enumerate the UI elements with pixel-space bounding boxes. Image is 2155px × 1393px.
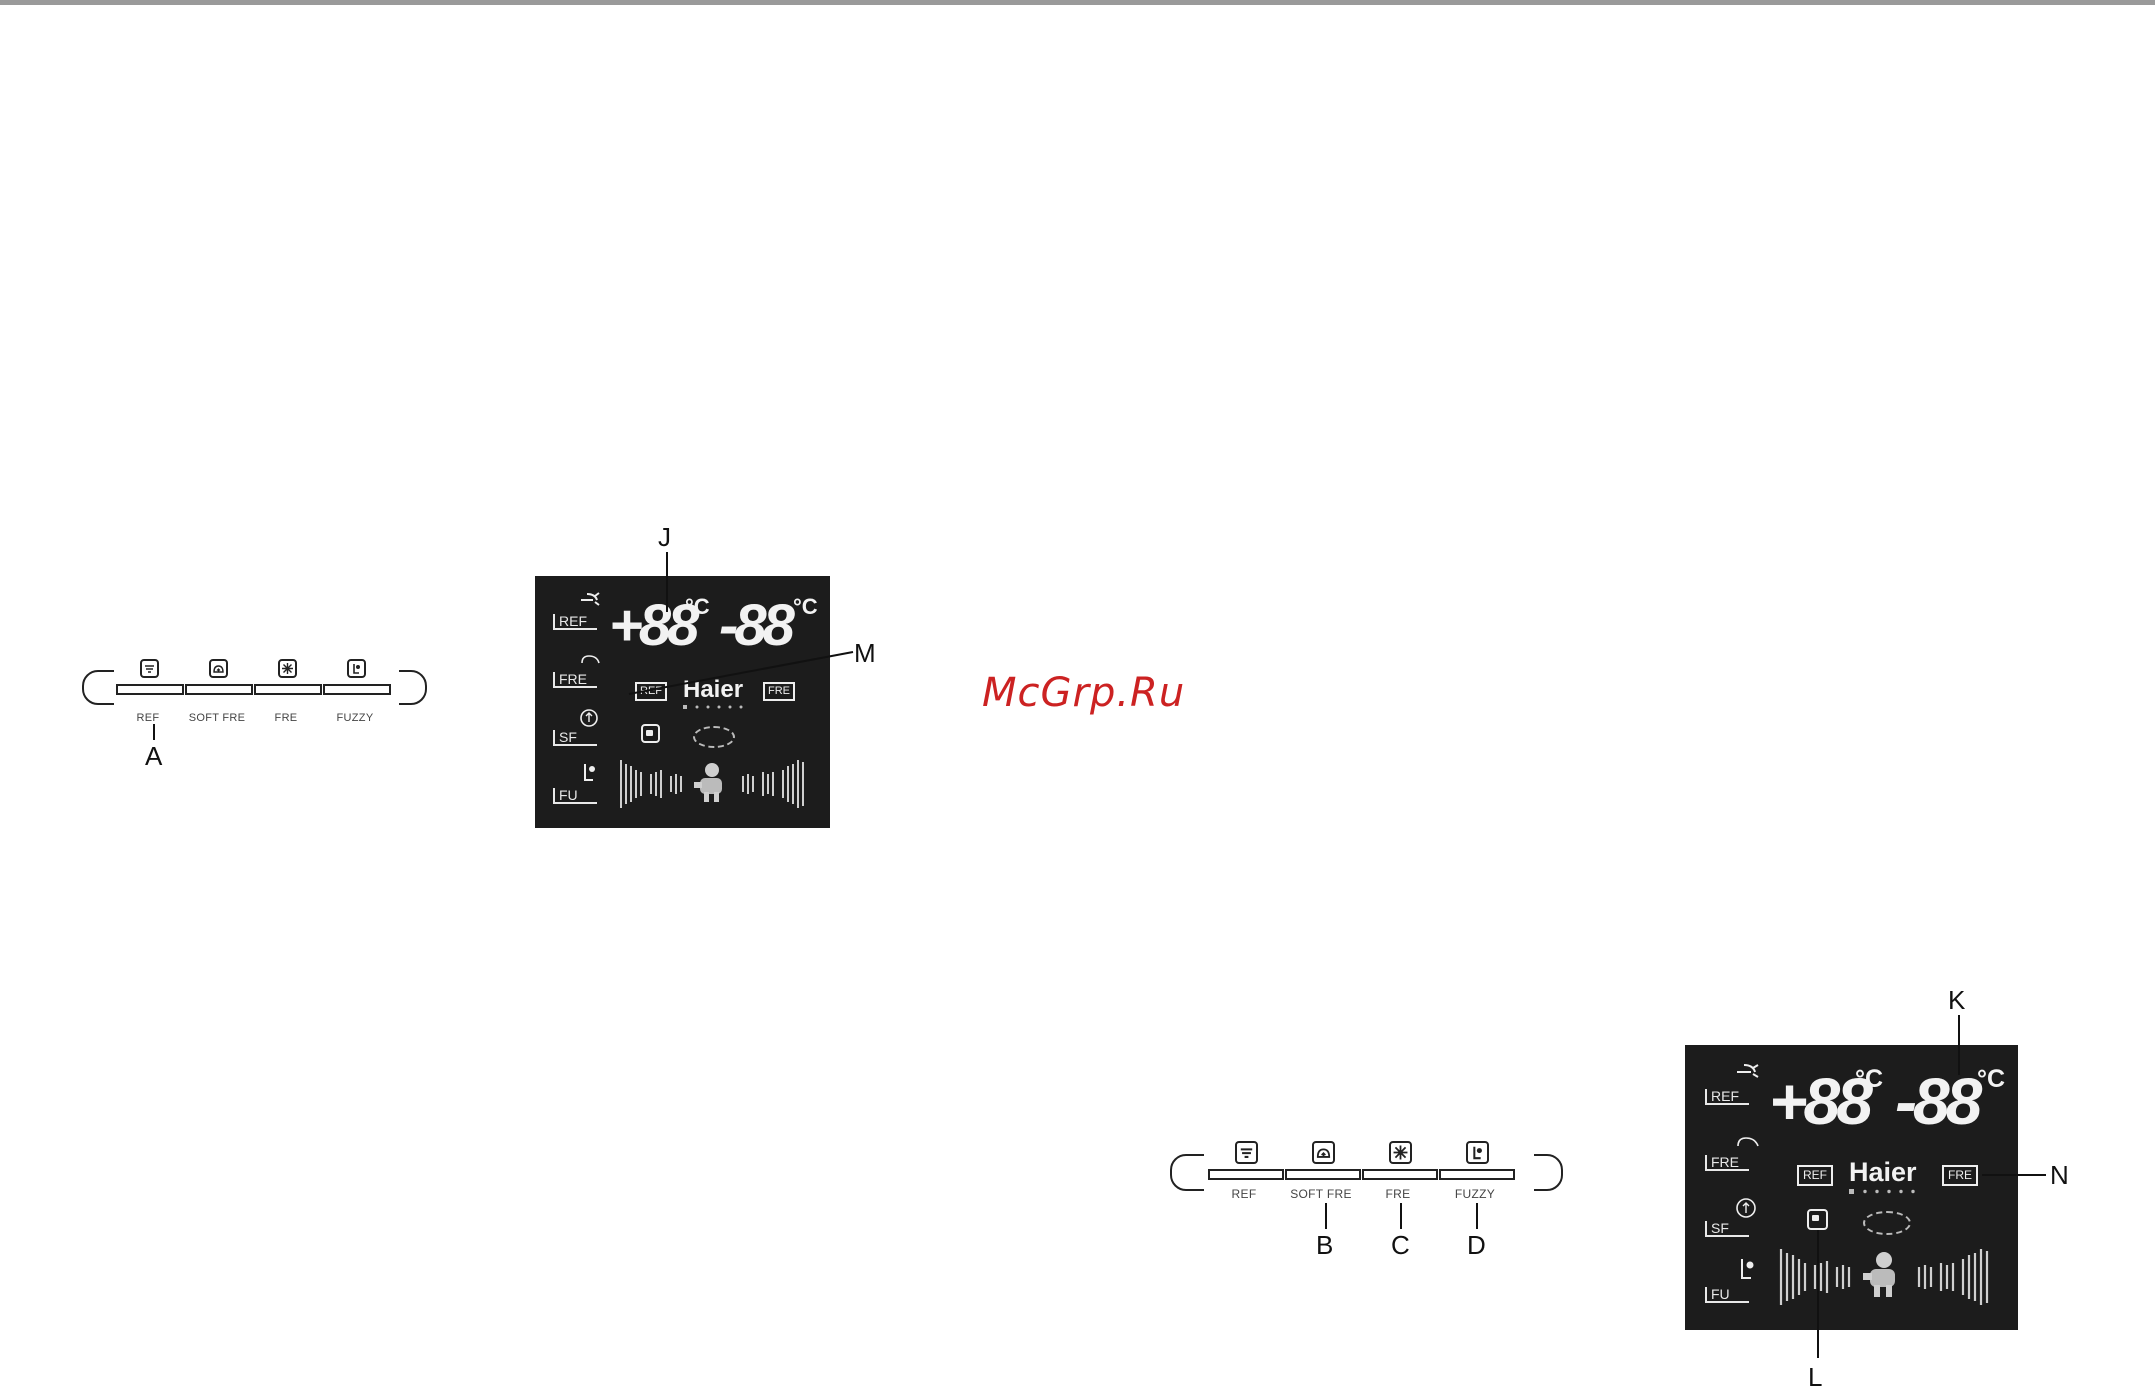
fuzzy-display-icon xyxy=(1735,1257,1757,1283)
fuzzy-label: FUZZY xyxy=(310,712,400,724)
mascot-icon xyxy=(1859,1249,1905,1299)
ref-icon xyxy=(140,659,159,678)
fre-unit: °C xyxy=(793,594,818,620)
callout-n: N xyxy=(2050,1160,2069,1191)
mascot-icon xyxy=(690,760,730,804)
fre-temperature: -88 xyxy=(1895,1063,1978,1139)
side-label-ref: REF xyxy=(553,614,597,630)
ref-unit: °C xyxy=(685,594,710,620)
soft-fre-button[interactable] xyxy=(1285,1169,1361,1180)
watermark: McGrp.Ru xyxy=(982,670,1185,716)
zone-ref-box: REF xyxy=(1797,1165,1833,1186)
ref-temperature: +88 xyxy=(609,592,695,659)
fuzzy-button[interactable] xyxy=(323,684,391,695)
sound-bars-left xyxy=(617,756,687,812)
sound-bars-right xyxy=(1913,1245,1993,1309)
side-label-sf: SF xyxy=(553,730,597,746)
callout-b: B xyxy=(1316,1230,1333,1261)
soft-fre-button[interactable] xyxy=(185,684,253,695)
fuzzy-button[interactable] xyxy=(1439,1169,1515,1180)
fre-button[interactable] xyxy=(1362,1169,1438,1180)
cloud-icon xyxy=(579,650,603,666)
soft-freeze-icon xyxy=(209,659,228,678)
ref-temperature: +88 xyxy=(1769,1063,1869,1139)
button-panel-left: REF SOFT FRE FRE FUZZY xyxy=(82,670,427,740)
lock-icon xyxy=(641,724,660,743)
side-label-ref: REF xyxy=(1705,1089,1749,1105)
callout-a-line xyxy=(153,724,155,740)
side-label-fu: FU xyxy=(1705,1287,1749,1303)
callout-c-line xyxy=(1400,1203,1402,1229)
side-label-fre: FRE xyxy=(1705,1155,1749,1171)
snowflake-icon xyxy=(278,659,297,678)
fre-button[interactable] xyxy=(254,684,322,695)
ref-button[interactable] xyxy=(116,684,184,695)
brand-logo: Haier xyxy=(1849,1157,1917,1188)
fre-unit: °C xyxy=(1977,1065,2005,1094)
side-label-fre: FRE xyxy=(553,672,597,688)
callout-d-line xyxy=(1476,1203,1478,1229)
sound-bars-right xyxy=(737,756,807,812)
callout-c: C xyxy=(1391,1230,1410,1261)
dashed-ring-icon xyxy=(1863,1211,1911,1235)
zone-fre-box: FRE xyxy=(1942,1165,1978,1186)
top-rule xyxy=(0,0,2155,5)
fre-temperature: -88 xyxy=(719,592,791,659)
callout-d: D xyxy=(1467,1230,1486,1261)
soft-freeze-icon xyxy=(1312,1141,1335,1164)
fan-icon xyxy=(579,590,603,606)
side-label-fu: FU xyxy=(553,788,597,804)
callout-k: K xyxy=(1948,985,1965,1016)
callout-j: J xyxy=(658,522,671,553)
callout-a: A xyxy=(145,741,162,772)
callout-k-line xyxy=(1958,1015,1960,1075)
fan-icon xyxy=(1735,1061,1763,1079)
fuzzy-label: FUZZY xyxy=(1430,1187,1520,1201)
super-freeze-icon xyxy=(1735,1197,1757,1219)
brand-dots xyxy=(1849,1188,1923,1195)
button-panel-right: REF SOFT FRE FRE FUZZY xyxy=(1170,1154,1563,1224)
callout-m-leader xyxy=(625,650,855,700)
callout-m: M xyxy=(854,638,876,669)
ref-button[interactable] xyxy=(1208,1169,1284,1180)
callout-j-line xyxy=(666,552,668,612)
dashed-ring-icon xyxy=(693,726,735,748)
display-panel-left: REF FRE SF FU +88 °C -88 °C REF Haier FR… xyxy=(535,576,830,828)
cloud-icon xyxy=(1735,1131,1763,1149)
ref-unit: °C xyxy=(1855,1065,1883,1094)
fuzzy-display-icon xyxy=(579,762,599,784)
fuzzy-icon xyxy=(1466,1141,1489,1164)
lock-icon xyxy=(1807,1209,1828,1230)
brand-dots xyxy=(683,704,749,710)
callout-l: L xyxy=(1808,1362,1822,1393)
callout-l-line xyxy=(1817,1230,1819,1358)
ref-icon xyxy=(1235,1141,1258,1164)
super-freeze-icon xyxy=(579,708,599,728)
side-label-sf: SF xyxy=(1705,1221,1749,1237)
snowflake-icon xyxy=(1389,1141,1412,1164)
callout-b-line xyxy=(1325,1203,1327,1229)
callout-n-line xyxy=(1982,1174,2046,1176)
display-panel-right: REF FRE SF FU +88 °C -88 °C REF Haier FR… xyxy=(1685,1045,2018,1330)
fuzzy-icon xyxy=(347,659,366,678)
